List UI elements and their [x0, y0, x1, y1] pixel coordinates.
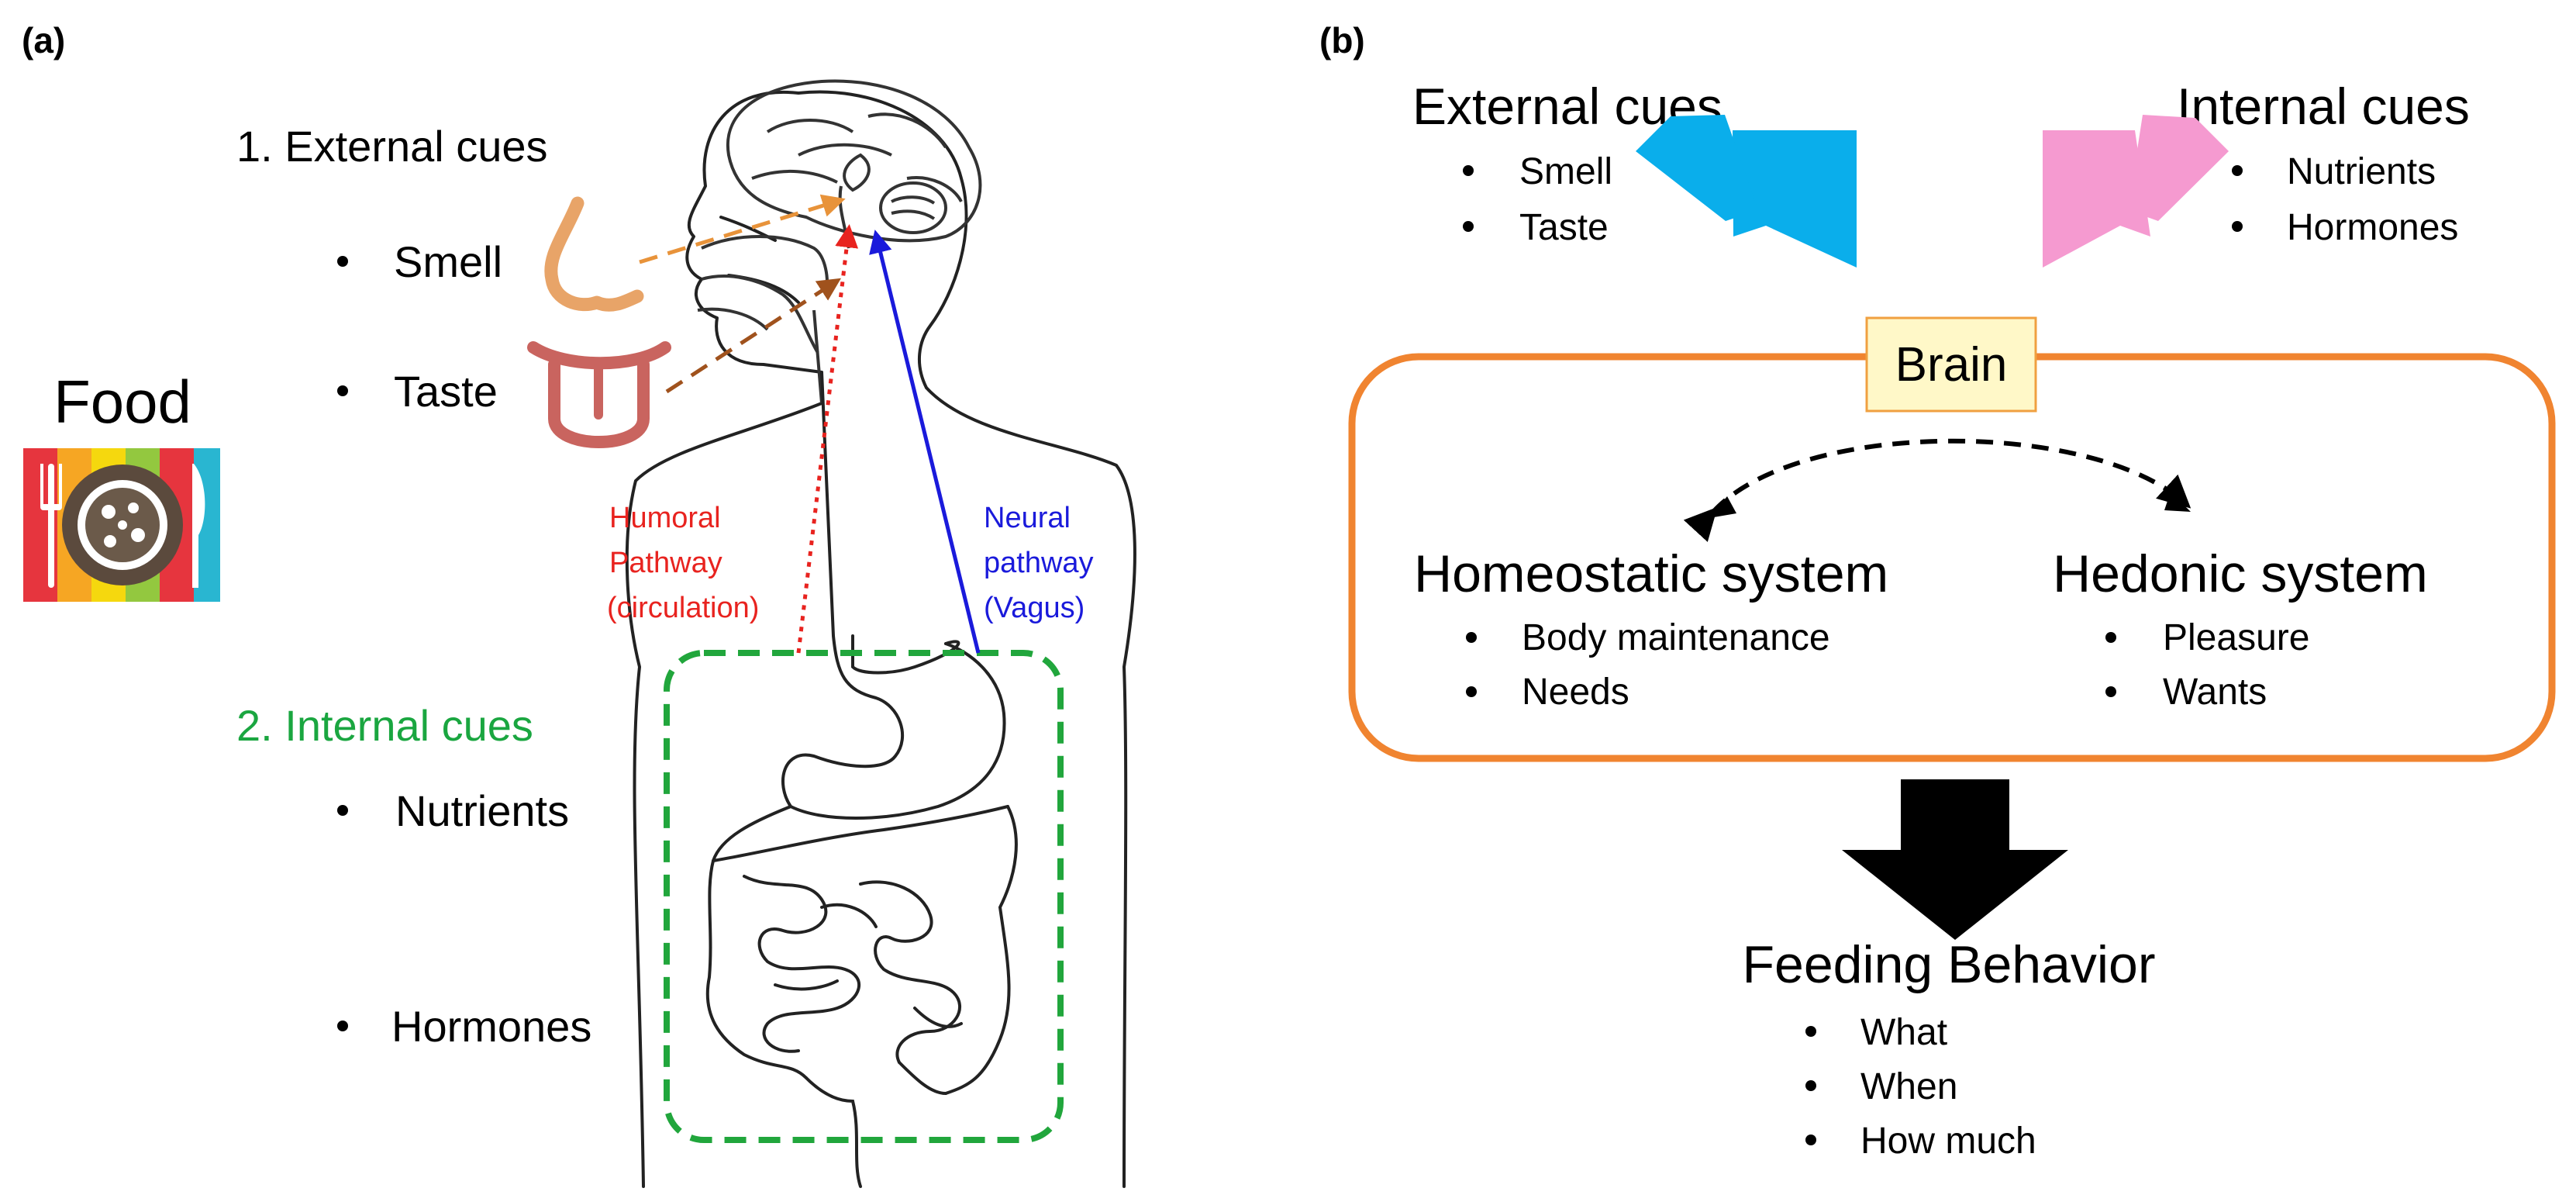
neural-pathway-arrow: [869, 230, 981, 654]
svg-text:Smell: Smell: [1519, 151, 1612, 192]
brain-label: Brain: [1895, 338, 2008, 392]
tongue-icon: [527, 341, 671, 448]
feeding-behavior-heading: Feeding Behavior: [1742, 935, 2155, 994]
panel-a: (a) Food 1. External cues Smell: [22, 20, 1136, 1188]
feeding-item-how-much: How much: [1805, 1121, 2036, 1162]
digestive-tract-sketch: [705, 371, 1018, 1188]
svg-text:Taste: Taste: [1519, 207, 1609, 248]
homeostatic-item-body-maintenance: Body maintenance: [1466, 617, 1830, 658]
head-cavity-sketch: [697, 235, 829, 404]
b-external-item-smell: Smell: [1463, 151, 1612, 192]
homeostatic-hedonic-link: [1683, 438, 2191, 542]
feeding-behavior-arrow: [1842, 779, 2068, 940]
nose-icon: [544, 196, 644, 312]
svg-text:Hormones: Hormones: [2287, 207, 2458, 248]
svg-text:When: When: [1860, 1066, 1957, 1107]
internal-cues-arrow: [2043, 130, 2150, 268]
panel-b-label: (b): [1319, 20, 1365, 60]
svg-text:Hormones: Hormones: [391, 1002, 591, 1051]
hedonic-item-pleasure: Pleasure: [2105, 617, 2309, 658]
b-internal-item-hormones: Hormones: [2232, 207, 2458, 248]
internal-cues-heading: 2. Internal cues: [236, 701, 533, 750]
hedonic-item-wants: Wants: [2105, 672, 2267, 713]
feeding-item-what: What: [1805, 1012, 1947, 1053]
svg-text:How much: How much: [1860, 1121, 2036, 1162]
svg-text:Needs: Needs: [1522, 672, 1629, 713]
external-cue-smell: Smell: [337, 237, 502, 286]
feeding-item-when: When: [1805, 1066, 1957, 1107]
external-cues-heading: 1. External cues: [236, 122, 548, 171]
internal-cue-nutrients: Nutrients: [337, 786, 569, 835]
food-plate-icon: [23, 448, 220, 602]
b-internal-cues-heading: Internal cues: [2177, 78, 2470, 135]
smell-pathway-arrow: [639, 194, 846, 264]
external-cue-taste: Taste: [337, 367, 498, 416]
panel-a-label: (a): [22, 20, 65, 60]
b-internal-item-nutrients: Nutrients: [2232, 151, 2436, 192]
svg-text:What: What: [1860, 1012, 1947, 1053]
svg-text:Nutrients: Nutrients: [395, 786, 569, 835]
svg-text:Body maintenance: Body maintenance: [1522, 617, 1830, 658]
external-cues-arrow-shaft: [1636, 115, 1758, 221]
b-external-item-taste: Taste: [1463, 207, 1609, 248]
svg-text:Taste: Taste: [394, 367, 498, 416]
homeostatic-item-needs: Needs: [1466, 672, 1629, 713]
food-label: Food: [53, 368, 191, 436]
humoral-pathway-label: Humoral Pathway (circulation): [607, 502, 759, 624]
svg-text:Smell: Smell: [394, 237, 502, 286]
taste-pathway-arrow: [665, 278, 842, 394]
brain-label-box: [1865, 316, 2037, 413]
svg-text:Nutrients: Nutrients: [2287, 151, 2436, 192]
svg-text:Wants: Wants: [2163, 672, 2267, 713]
svg-text:Pleasure: Pleasure: [2163, 617, 2309, 658]
internal-cues-gut-box: [664, 650, 1064, 1143]
hedonic-system-heading: Hedonic system: [2053, 544, 2428, 603]
internal-cue-hormones: Hormones: [337, 1002, 591, 1051]
external-cues-arrow: [1733, 130, 1857, 268]
neural-pathway-label: Neural pathway (Vagus): [984, 502, 1102, 624]
panel-b: (b) External cues Smell Taste Internal c…: [1319, 20, 2556, 1162]
internal-cues-arrow-shaft: [2128, 115, 2229, 221]
homeostatic-system-heading: Homeostatic system: [1414, 544, 1888, 603]
